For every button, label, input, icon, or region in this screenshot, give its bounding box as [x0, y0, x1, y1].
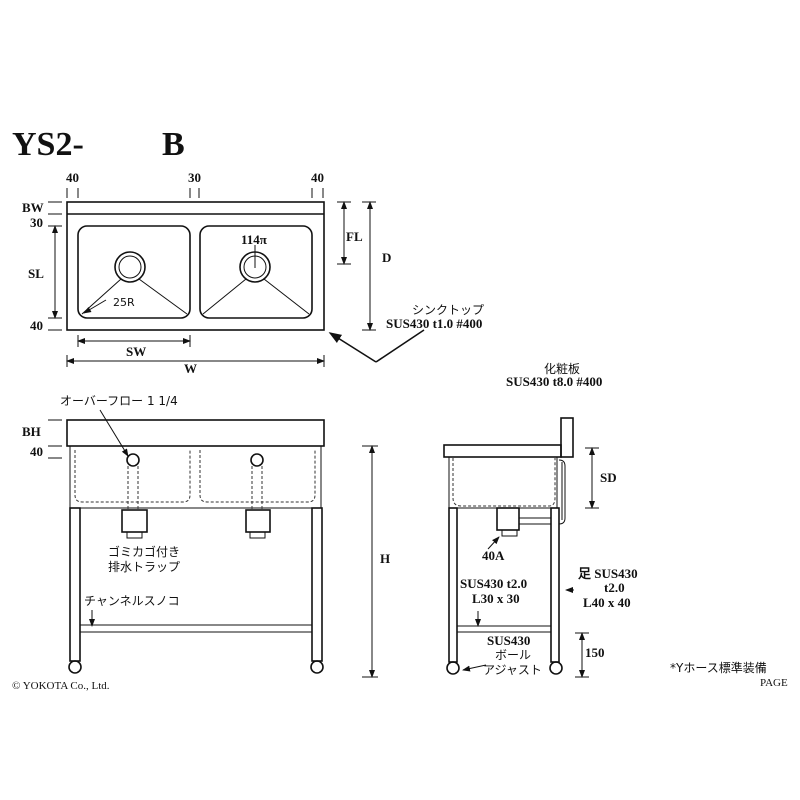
channel-label: チャンネルスノコ: [84, 594, 180, 608]
copyright: © YOKOTA Co., Ltd.: [12, 680, 110, 692]
trap-label-1: ゴミカゴ付き: [108, 544, 180, 559]
dim-center-gap: 30: [188, 170, 201, 185]
side-view: [443, 417, 599, 678]
label-bh: BH: [22, 424, 41, 439]
drain-40a: 40A: [482, 548, 505, 563]
dim-40: 40: [30, 318, 43, 333]
front-view: [48, 409, 378, 678]
label-w: W: [184, 361, 197, 376]
front-panel-name: 化粧板: [544, 362, 580, 376]
drain-size: 114π: [241, 232, 267, 247]
label-sl: SL: [28, 266, 44, 281]
sink-top-name: シンクトップ: [412, 303, 484, 317]
leg-spec-2: t2.0: [604, 580, 625, 595]
adjuster-spec-1: SUS430: [487, 633, 530, 648]
dim-30: 30: [30, 215, 43, 230]
adjuster-spec-2: ボール: [495, 648, 531, 662]
front-panel-spec: SUS430 t8.0 #400: [506, 374, 602, 389]
label-h: H: [380, 551, 390, 566]
brace-spec-1: SUS430 t2.0: [460, 576, 527, 591]
trap-label-2: 排水トラップ: [108, 560, 180, 574]
model-title: YS2-: [12, 126, 84, 163]
label-fl: FL: [346, 229, 363, 244]
leg-spec-1: 足 SUS430: [578, 566, 638, 581]
top-view: [48, 188, 425, 367]
adjuster-spec-3: アジャスト: [483, 663, 542, 677]
label-sd: SD: [600, 470, 617, 485]
page-label: PAGE: [760, 677, 788, 689]
dim-left-margin: 40: [66, 170, 79, 185]
brace-spec-2: L30 x 30: [472, 591, 520, 606]
dim-40-front: 40: [30, 444, 43, 459]
label-d: D: [382, 250, 391, 265]
dim-right-margin: 40: [311, 170, 324, 185]
leg-spec-3: L40 x 40: [583, 595, 631, 610]
sink-top-spec: SUS430 t1.0 #400: [386, 316, 482, 331]
model-suffix: B: [162, 126, 185, 163]
dim-150: 150: [585, 645, 605, 660]
corner-radius: 25R: [113, 296, 135, 309]
overflow-label: オーバーフロー 1 1/4: [60, 394, 178, 408]
label-sw: SW: [126, 344, 146, 359]
label-bw: BW: [22, 200, 44, 215]
hose-note: *Yホース標準装備: [670, 660, 767, 675]
